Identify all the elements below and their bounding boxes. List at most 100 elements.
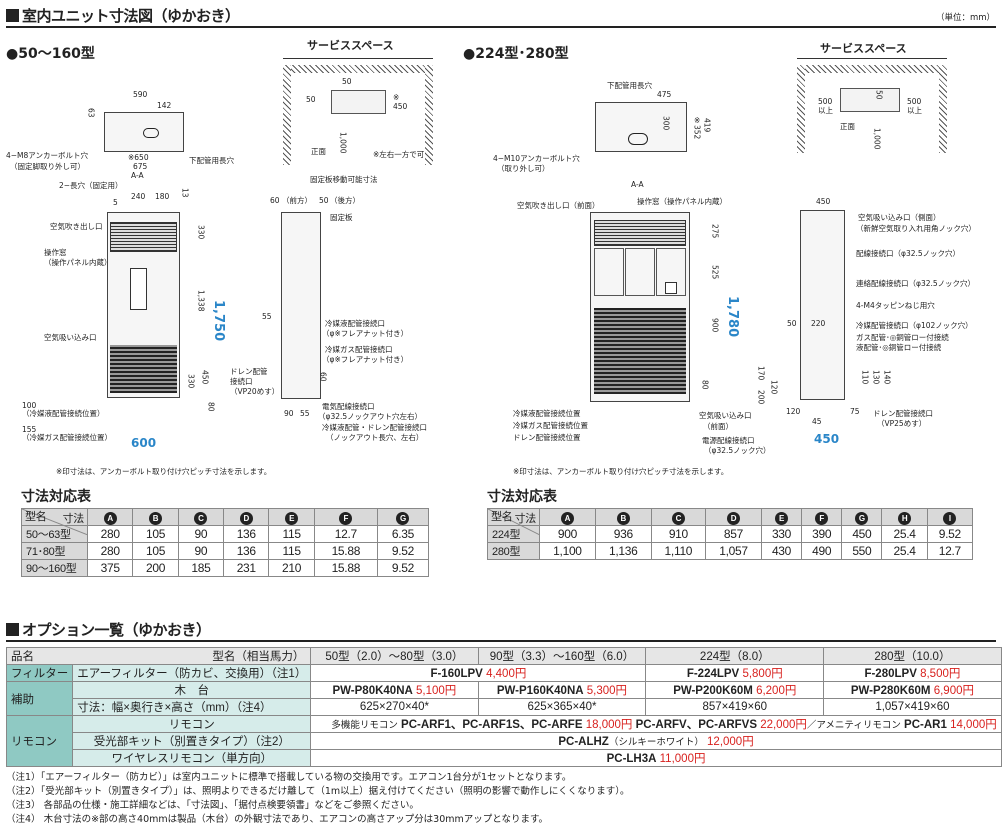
dim-180: 180	[155, 192, 170, 201]
left-flare2: （φ※フレアナット付き）	[322, 355, 409, 364]
left-drain-spec: （VP20めす）	[230, 387, 280, 396]
dim-45: 45	[812, 417, 822, 426]
filter-m1: F-160LPV	[430, 668, 483, 680]
dim-419: 419	[702, 118, 712, 133]
hojo-s4: 1,057×419×60	[823, 698, 1002, 716]
right-wiring: 配線接続口（φ32.5ノック穴）	[856, 249, 960, 258]
hojo-name2: 寸法：幅×奥行き×高さ（mm）（注4）	[72, 698, 312, 716]
remote-r1-p3: 14,000円	[950, 719, 997, 731]
right-drain-pos: ドレン配管接続位置	[513, 433, 581, 442]
right-gas-pos: 冷媒ガス配管接続位置	[513, 421, 588, 430]
dim-110: 110	[860, 370, 870, 385]
right-model-title: ●224型･280型	[463, 46, 569, 62]
left-ss-dim-left: 50	[306, 95, 316, 104]
right-op-window-box	[665, 282, 677, 294]
header-c4: 280型（10.0）	[823, 647, 1002, 665]
dim-450: 450	[200, 370, 210, 385]
right-service-space-title: サービススペース	[820, 42, 907, 55]
right-outlet-grille	[594, 220, 686, 246]
right-ss-ijo2: 以上	[907, 106, 922, 115]
dim-5: 5	[113, 198, 118, 207]
left-back-side-label: （後方）	[330, 196, 360, 205]
dim-55: 55	[262, 312, 272, 321]
dim-80: 80	[206, 402, 216, 412]
dim-50-right: 50	[787, 319, 797, 328]
remote-r2-m: PC-ALHZ	[558, 736, 609, 748]
remote-r3-m: PC-LH3A	[606, 753, 657, 765]
section-rule	[6, 26, 996, 28]
section-title-dimensions: 室内ユニット寸法図（ゆかおき）	[6, 5, 240, 26]
dim-450-top: 450	[816, 197, 831, 206]
dim-675: 675	[133, 162, 148, 171]
dim-140: 140	[882, 370, 892, 385]
right-col-c: C	[650, 508, 707, 526]
left-gas-pos: （冷媒ガス配管接続位置）	[22, 433, 112, 442]
remote-r1-c: PC-ARFV、PC-ARFVS	[635, 719, 757, 731]
right-op-window: 操作窓（操作パネル内蔵）	[637, 197, 727, 206]
right-elec2: （φ32.5ノック穴）	[704, 446, 771, 455]
dim-475: 475	[657, 90, 672, 99]
left-flare1: （φ※フレアナット付き）	[322, 329, 409, 338]
dim-130: 130	[871, 370, 881, 385]
dim-170: 170	[756, 366, 766, 381]
left-col-f: F	[313, 508, 378, 526]
left-ss-dim-star: ※	[393, 93, 400, 102]
right-intake-louver	[594, 308, 686, 394]
right-liq-pipe: 液配管･◎銅管ロー付接続	[856, 343, 942, 352]
dim-100: 100	[22, 401, 37, 410]
left-col-d: D	[223, 508, 270, 526]
remote-r1-p2: 22,000円	[760, 719, 807, 731]
right-liq-pos: 冷媒液配管接続位置	[513, 409, 581, 418]
remote-r1-e: PC-AR1	[904, 719, 947, 731]
remote-r1-a: 多機能リモコン	[331, 720, 398, 731]
right-fresh: （新鮮空気取り入れ用角ノック穴）	[856, 224, 976, 233]
left-liq-pos: （冷媒液配管接続位置）	[22, 409, 105, 418]
left-col-c: C	[177, 508, 225, 526]
dim-450-bottom: 450	[814, 432, 840, 446]
right-ss-rule	[797, 58, 947, 59]
hojo-p3: 6,200円	[756, 685, 797, 697]
remote-r3-name: ワイヤレスリモコン（単方向）	[72, 749, 312, 767]
left-ss-front: 正面	[311, 147, 326, 156]
right-col-b: B	[594, 508, 652, 526]
right-gas-pipe: ガス配管･◎銅管ロー付接続	[856, 333, 949, 342]
dim-13: 13	[180, 188, 190, 198]
dim-75: 75	[850, 407, 860, 416]
dim-650: ※650	[128, 153, 149, 162]
right-lower-pipe: 下配管用長穴	[607, 81, 652, 90]
dim-142: 142	[157, 101, 172, 110]
hojo-row-2: 寸法：幅×奥行き×高さ（mm）（注4） 625×270×40* 625×365×…	[7, 698, 1002, 716]
right-anchor-note: （取り外し可）	[497, 164, 550, 173]
right-col-g: G	[841, 508, 883, 526]
left-col-g: G	[376, 508, 430, 526]
filter-m4: F-280LPV	[864, 668, 917, 680]
right-ss-wall-left	[797, 65, 805, 153]
hojo-p2: 5,300円	[586, 685, 628, 697]
header-katamei: 型名（相当馬力）	[212, 651, 305, 663]
left-service-space-title: サービススペース	[307, 39, 394, 52]
left-elec-conn: 電気配線接続口	[322, 402, 375, 411]
left-model-title: ●50～160型	[6, 46, 95, 62]
hojo-m2: PW-P160K40NA	[496, 685, 584, 697]
left-front-side-label: （前方）	[282, 196, 312, 205]
right-panel-2	[625, 248, 655, 296]
footnote-2: （注2）「受光部キット（別置きタイプ）」は、照明よりできるだけ離して（1m以上）…	[6, 786, 630, 797]
left-ss-rule	[283, 58, 433, 59]
hojo-m1: PW-P80K40NA	[332, 685, 413, 697]
left-ss-dim-bottom: 1,000	[338, 132, 348, 154]
filter-cat: フィルター	[5, 664, 74, 682]
right-panel-3	[656, 248, 686, 296]
left-op-window	[130, 268, 147, 310]
right-aa: A-A	[631, 180, 644, 189]
left-ss-wall-top	[283, 65, 433, 73]
header-c2: 90型（3.3）～160型（6.0）	[477, 647, 647, 665]
right-drain2: （VP25めす）	[877, 419, 927, 428]
left-ss-wall-right	[425, 65, 433, 165]
left-outlet-grille	[110, 222, 177, 252]
left-liq-conn: 冷媒液配管接続口	[325, 319, 385, 328]
left-aa-label: A-A	[131, 171, 144, 180]
dim-63: 63	[86, 108, 96, 118]
